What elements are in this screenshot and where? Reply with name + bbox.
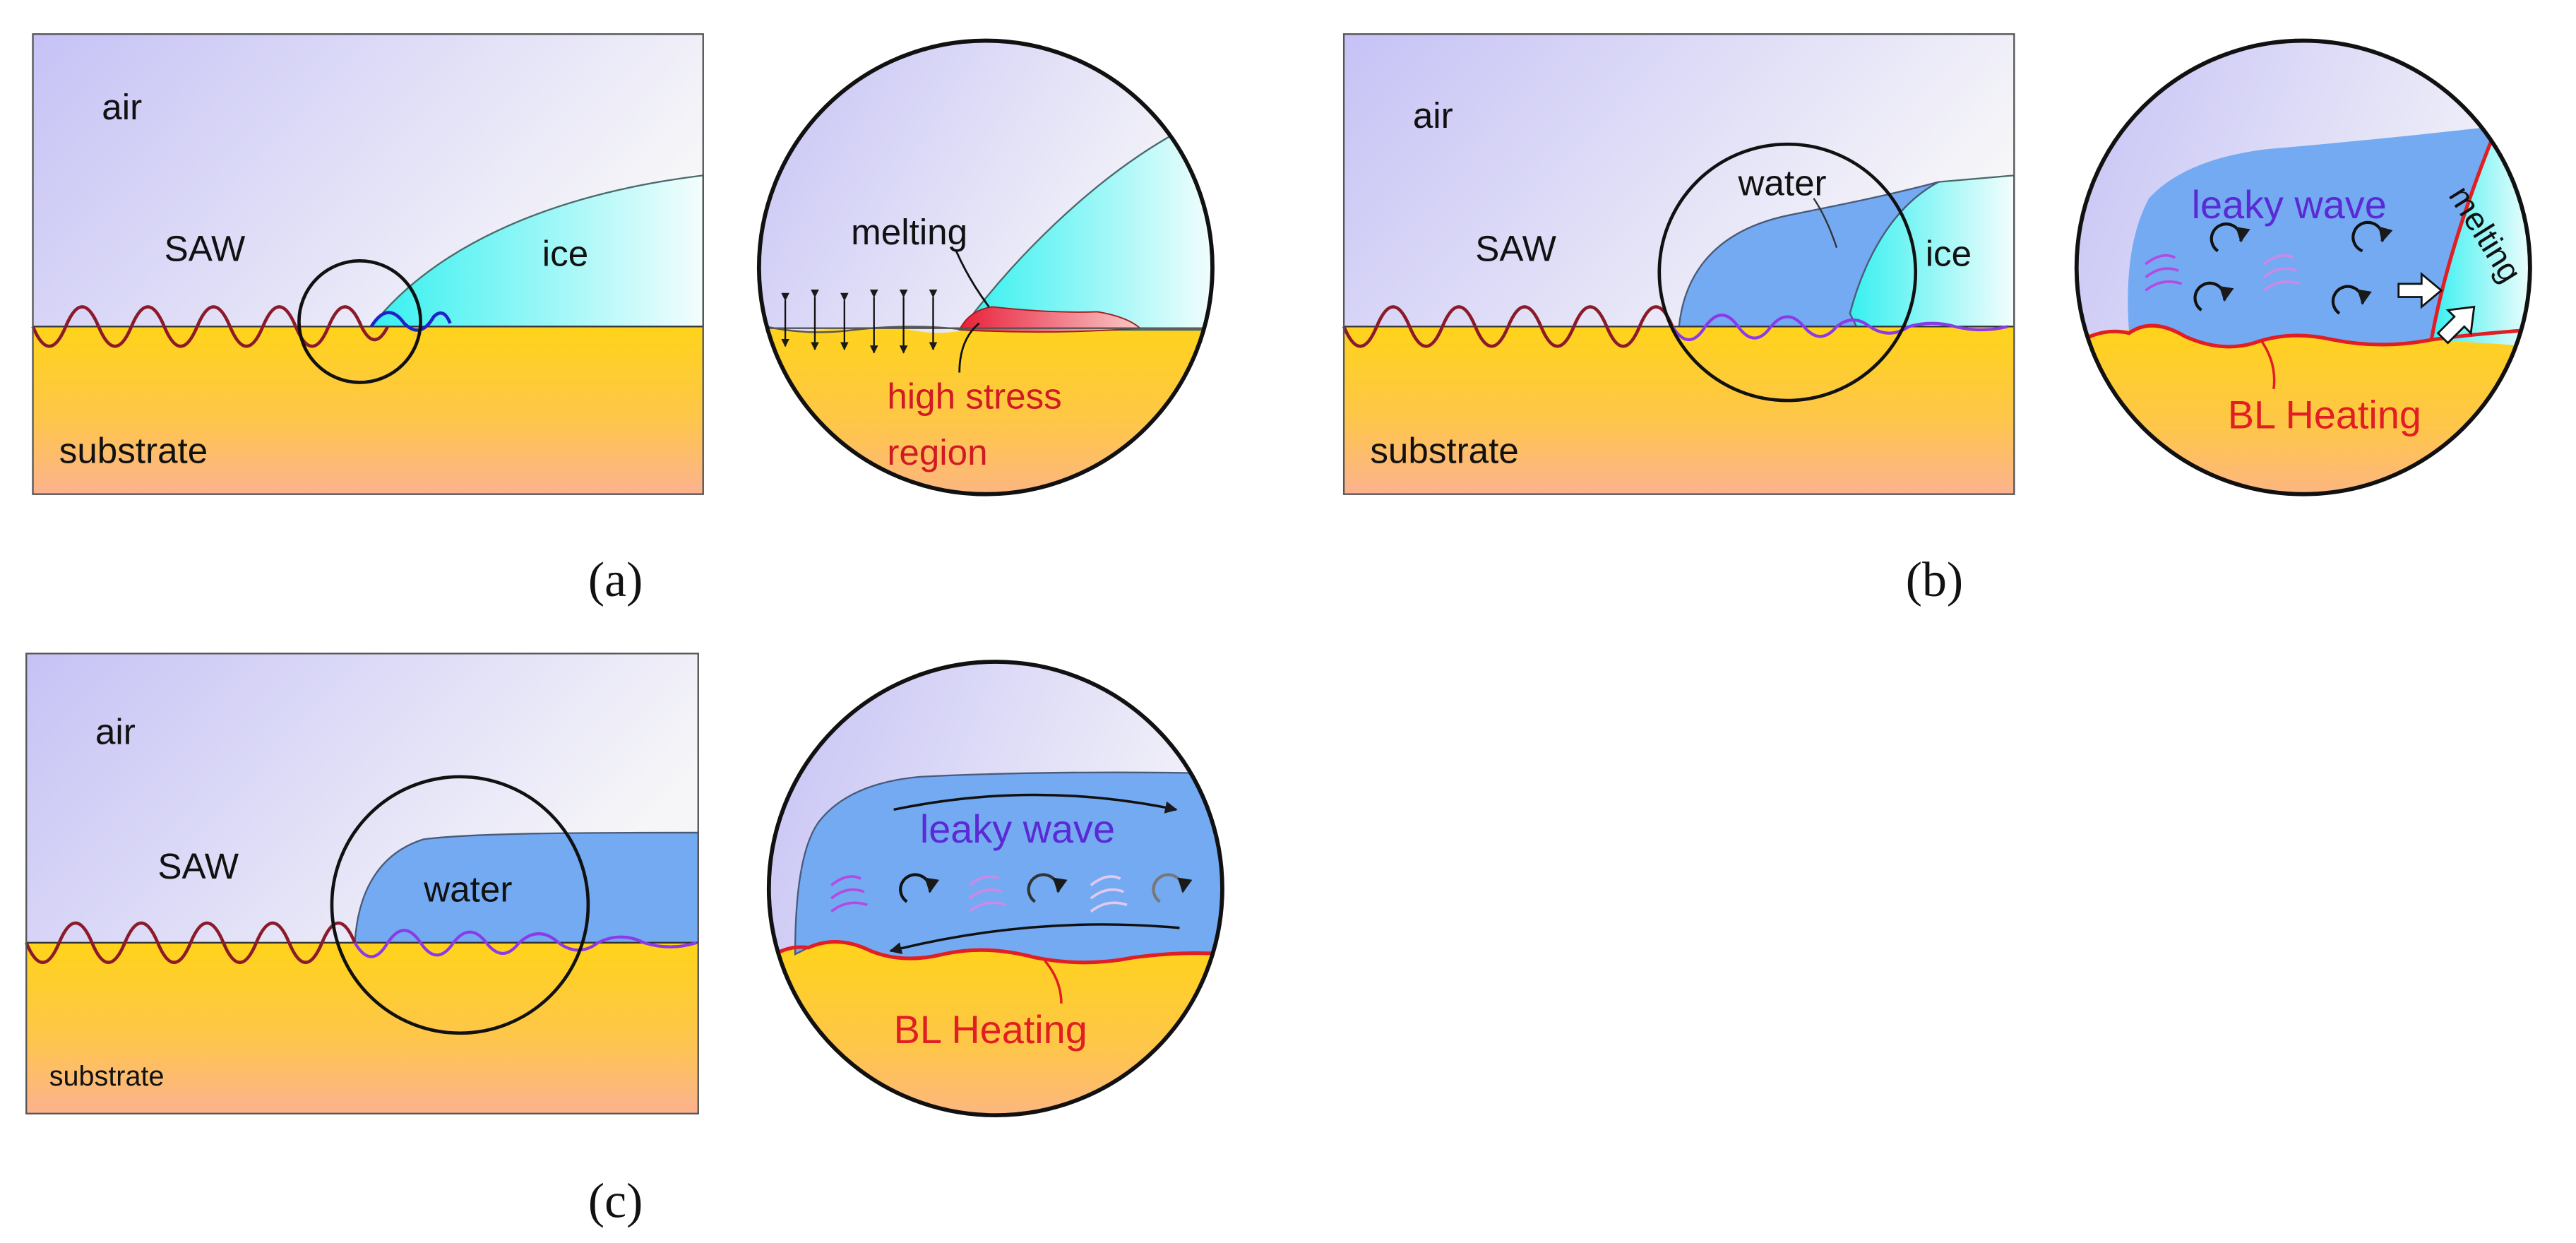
heating-stroke xyxy=(968,875,1000,886)
heating-boundary xyxy=(2076,323,2530,349)
zoom-c: leaky wave BL Heating xyxy=(766,660,1224,1118)
heating-stroke xyxy=(2262,254,2294,266)
saw-wave xyxy=(1342,305,1674,348)
water-body xyxy=(354,831,699,944)
melt-arrows xyxy=(2397,271,2476,345)
heating-stroke xyxy=(2145,280,2183,292)
leaky-wave-label: leaky wave xyxy=(2192,182,2387,227)
bl-heating-strokes xyxy=(830,875,1128,913)
stress-label-line2: region xyxy=(887,432,987,472)
zoom-circle-outline xyxy=(2074,38,2532,496)
panel-frame xyxy=(1342,33,2015,495)
panel-a: air SAW ice substrate xyxy=(31,33,704,495)
saw-wave xyxy=(25,921,357,965)
substrate-label: substrate xyxy=(1370,430,1518,470)
ice-body xyxy=(369,174,704,328)
heating-stroke xyxy=(2145,254,2176,266)
zoom-circle-outline xyxy=(756,38,1215,496)
bl-heating-strokes xyxy=(2145,254,2301,292)
bl-heating-label: BL Heating xyxy=(894,1007,1087,1052)
water-body xyxy=(1678,181,1939,328)
vortex xyxy=(2210,222,2250,253)
zoom-b: leaky wave melting BL Heating xyxy=(2074,38,2532,496)
melting-front xyxy=(2429,125,2499,340)
heating-stroke xyxy=(968,888,1003,900)
bl-heating-label: BL Heating xyxy=(2228,393,2421,437)
melting-label: melting xyxy=(851,212,967,252)
panel-b: air SAW water ice substrate xyxy=(1342,33,2015,495)
substrate-label: substrate xyxy=(49,1061,165,1092)
air-label: air xyxy=(1413,95,1453,136)
heating-stroke xyxy=(2262,280,2301,292)
caption-c: (c) xyxy=(588,1174,643,1228)
vortex xyxy=(1152,873,1193,903)
heating-stroke xyxy=(968,901,1006,913)
stress-label-line1: high stress xyxy=(887,376,1061,417)
leaky-saw-wave xyxy=(353,929,698,958)
vortex xyxy=(2193,281,2234,311)
caption-a: (a) xyxy=(588,553,643,607)
air-label: air xyxy=(95,711,136,751)
heating-pointer xyxy=(2259,338,2276,390)
melting-pointer xyxy=(955,250,990,308)
heating-pointer xyxy=(1044,960,1063,1004)
heating-boundary xyxy=(768,940,1222,965)
heating-stroke xyxy=(830,888,865,900)
panel-frame xyxy=(32,33,704,495)
zoom-a: melting high stress region xyxy=(756,38,1215,496)
saw-label: SAW xyxy=(157,846,239,886)
panel-frame xyxy=(25,653,699,1114)
vortex xyxy=(899,873,940,903)
heating-stroke xyxy=(830,875,861,886)
water-label: water xyxy=(423,869,512,910)
vortex xyxy=(2351,220,2393,253)
heating-stroke xyxy=(2262,267,2298,279)
water-label: water xyxy=(1737,162,1826,203)
zoom-circle-outline xyxy=(766,660,1224,1118)
air-label: air xyxy=(102,87,142,127)
bottom-flow-arrow xyxy=(889,923,1180,955)
ice-label: ice xyxy=(542,233,588,273)
stress-pointer xyxy=(958,322,980,373)
heating-stroke xyxy=(1090,888,1125,900)
leaky-wave-label: leaky wave xyxy=(920,807,1115,851)
streaming-vortices xyxy=(2193,220,2393,315)
vortex xyxy=(1027,873,1068,903)
zoom-ice xyxy=(2431,119,2530,347)
panel-c: air SAW water substrate xyxy=(25,653,699,1114)
substrate-region xyxy=(32,326,703,494)
ice-label: ice xyxy=(1926,233,1972,273)
zoom-circle xyxy=(297,259,422,384)
zoom-circle xyxy=(330,775,590,1035)
substrate-label: substrate xyxy=(59,430,208,470)
displacement-arrows xyxy=(781,290,938,354)
substrate-region xyxy=(26,942,698,1114)
vortex xyxy=(2331,285,2372,315)
water-pointer xyxy=(1813,198,1838,249)
leaky-saw-wave xyxy=(1671,314,2008,341)
saw-wave xyxy=(31,305,390,348)
saw-label: SAW xyxy=(165,228,246,268)
heating-stroke xyxy=(1090,875,1121,886)
heating-stroke xyxy=(830,901,868,913)
zoom-water xyxy=(794,771,1222,963)
caption-b: (b) xyxy=(1906,553,1963,607)
top-flow-arrow xyxy=(893,793,1178,814)
transmitted-wave xyxy=(369,311,452,332)
melt-arrow-icon xyxy=(2436,305,2476,345)
saw-label: SAW xyxy=(1475,228,1556,268)
heating-stroke xyxy=(2145,267,2179,279)
substrate-region xyxy=(1344,326,2015,494)
streaming-vortices xyxy=(899,873,1193,903)
heating-stroke xyxy=(1090,901,1128,913)
zoom-substrate xyxy=(758,323,1212,494)
melt-arrow-icon xyxy=(2397,271,2443,309)
zoom-circle xyxy=(1657,142,1918,403)
stress-region xyxy=(958,306,1142,333)
